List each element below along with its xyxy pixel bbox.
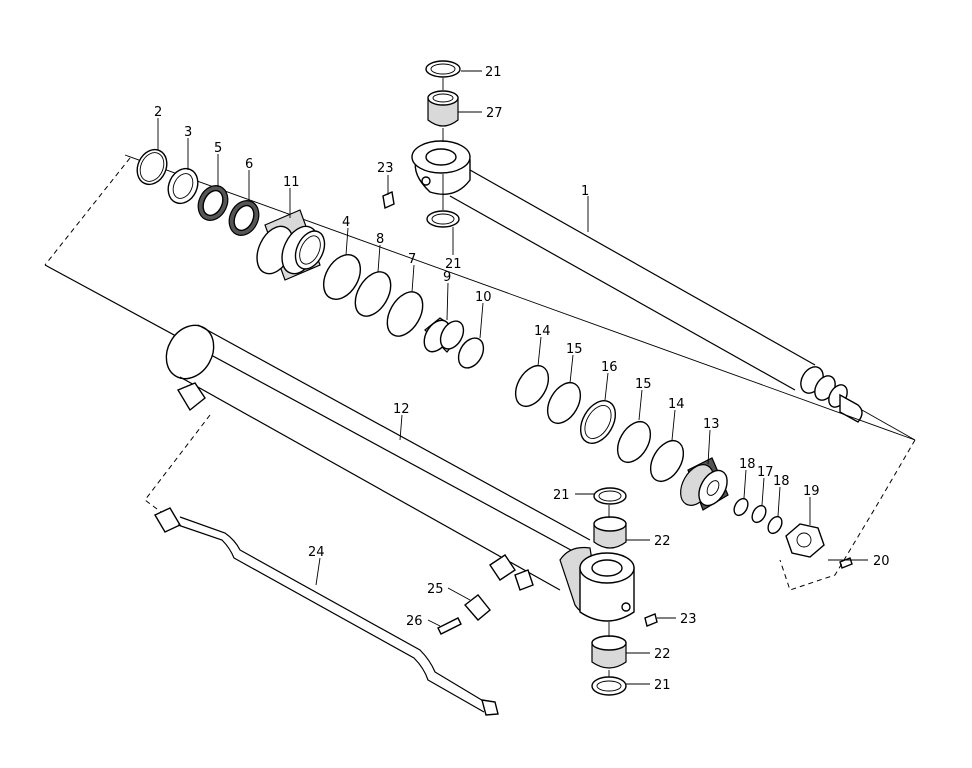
ring-2 — [136, 148, 168, 186]
seal-ring-21-top-inner — [430, 63, 456, 75]
callout-10: 10 — [475, 290, 492, 305]
ring-18-right — [767, 515, 783, 535]
callout-26: 26 — [406, 614, 423, 629]
callout-6: 6 — [245, 157, 253, 172]
callout-labels: 1 2 3 4 5 6 7 8 9 10 11 12 13 14 14 15 1… — [154, 65, 890, 693]
callout-15b: 15 — [635, 377, 652, 392]
cylinder-barrel — [44, 264, 601, 615]
grease-nipple-23-bottom — [644, 613, 658, 627]
callout-5: 5 — [214, 141, 222, 156]
ring-15-right — [616, 421, 652, 463]
ring-7 — [386, 291, 424, 337]
callout-19: 19 — [803, 484, 820, 499]
callout-21c: 21 — [553, 488, 570, 503]
ring-15-left — [546, 382, 582, 424]
callout-12: 12 — [393, 402, 410, 417]
ring-3 — [167, 167, 199, 205]
gland-11 — [256, 209, 326, 281]
callout-11: 11 — [283, 175, 300, 190]
ring-14-right — [649, 440, 685, 482]
callout-17: 17 — [757, 465, 774, 480]
callout-1: 1 — [581, 184, 589, 199]
rod-eye-top — [411, 140, 471, 195]
piston-rod — [449, 169, 916, 441]
callout-14a: 14 — [534, 324, 551, 339]
callout-18a: 18 — [739, 457, 756, 472]
callout-3: 3 — [184, 125, 192, 140]
base-eye — [579, 552, 635, 622]
ring-16 — [579, 400, 617, 444]
callout-20: 20 — [873, 554, 890, 569]
bushing-9 — [423, 317, 465, 353]
callout-24: 24 — [308, 545, 325, 560]
callout-7: 7 — [408, 252, 416, 267]
ring-8 — [354, 271, 392, 317]
callout-15a: 15 — [566, 342, 583, 357]
seal-ring-21-low-upper — [593, 487, 627, 505]
nut-19 — [785, 523, 825, 558]
ring-4 — [322, 254, 362, 300]
port-fitting — [489, 554, 534, 591]
callout-16: 16 — [601, 360, 618, 375]
callout-21a: 21 — [485, 65, 502, 80]
seal-ring-21-mid-inner — [431, 213, 455, 225]
callout-18b: 18 — [773, 474, 790, 489]
bolt-26 — [437, 617, 462, 635]
clamp-25 — [463, 594, 491, 621]
ring-14-left — [514, 365, 550, 407]
ring-18-left — [733, 497, 749, 517]
callout-9: 9 — [443, 270, 451, 285]
callout-21d: 21 — [654, 678, 671, 693]
bushing-22-upper — [593, 516, 627, 549]
bushing-22-lower — [591, 635, 627, 669]
callout-27: 27 — [486, 106, 503, 121]
bushing-27 — [427, 90, 459, 127]
grease-nipple-23-top — [382, 190, 395, 210]
pipe-24 — [154, 507, 499, 716]
callout-22a: 22 — [654, 534, 671, 549]
callout-23b: 23 — [680, 612, 697, 627]
callout-8: 8 — [376, 232, 384, 247]
ring-10 — [457, 337, 485, 369]
piston-13 — [680, 457, 729, 511]
callout-25: 25 — [427, 582, 444, 597]
callout-23a: 23 — [377, 161, 394, 176]
callout-21b: 21 — [445, 257, 462, 272]
pin-20 — [839, 557, 853, 569]
seal-5 — [197, 185, 229, 221]
callout-22b: 22 — [654, 647, 671, 662]
ring-17 — [751, 504, 767, 524]
callout-13: 13 — [703, 417, 720, 432]
callout-14b: 14 — [668, 397, 685, 412]
leader-lines — [157, 70, 868, 685]
callout-2: 2 — [154, 105, 162, 120]
seal-ring-21-mid — [426, 210, 460, 228]
callout-4: 4 — [342, 215, 350, 230]
seal-6 — [228, 200, 260, 236]
